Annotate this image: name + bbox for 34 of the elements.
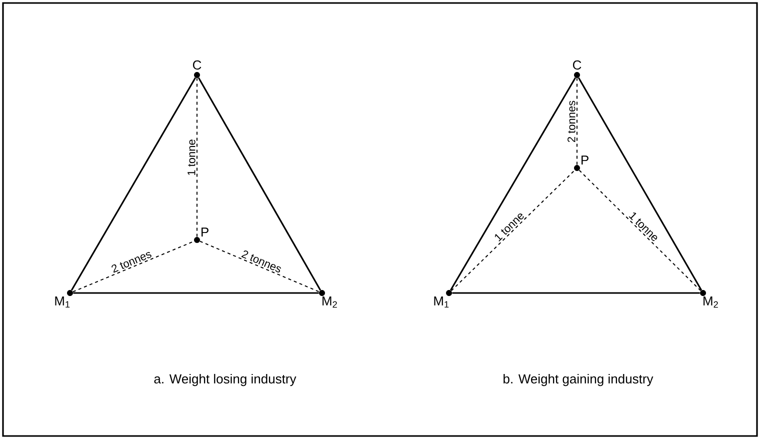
dashed-line	[450, 170, 576, 292]
point-label: P	[202, 228, 208, 237]
edge-label: 2 tonnes	[240, 248, 284, 274]
point-label: M$_{2}$	[322, 296, 337, 308]
line	[452, 292, 700, 294]
point-label: M$_{1}$	[55, 296, 70, 308]
point-marker	[574, 72, 580, 78]
caption: a. Weight losing industry	[154, 374, 296, 386]
line	[450, 77, 576, 291]
line	[70, 77, 196, 291]
dashed-line	[199, 240, 320, 292]
point-label: M$_{2}$	[704, 296, 718, 308]
caption: b. Weight gaining industry	[504, 374, 654, 386]
point-label: C	[572, 60, 582, 70]
dashed-line	[578, 170, 702, 292]
dashed-line	[196, 78, 198, 238]
edge-label: 1 tonne	[187, 138, 196, 176]
line	[73, 292, 319, 294]
dashed-line	[576, 78, 578, 166]
point-label: P	[582, 156, 588, 165]
point-label: C	[192, 60, 202, 70]
point-marker	[700, 290, 706, 296]
point-marker	[574, 165, 580, 171]
point-label: M$_{1}$	[434, 296, 449, 308]
point-marker	[319, 290, 325, 296]
dashed-line	[72, 240, 195, 292]
point-marker	[446, 290, 452, 296]
line	[198, 77, 322, 291]
point-marker	[194, 237, 200, 243]
point-marker	[194, 72, 200, 78]
point-marker	[67, 290, 73, 296]
edge-label: 2 tonnes	[110, 248, 153, 274]
line	[578, 77, 702, 291]
edge-label: 2 tonnes	[567, 100, 576, 144]
